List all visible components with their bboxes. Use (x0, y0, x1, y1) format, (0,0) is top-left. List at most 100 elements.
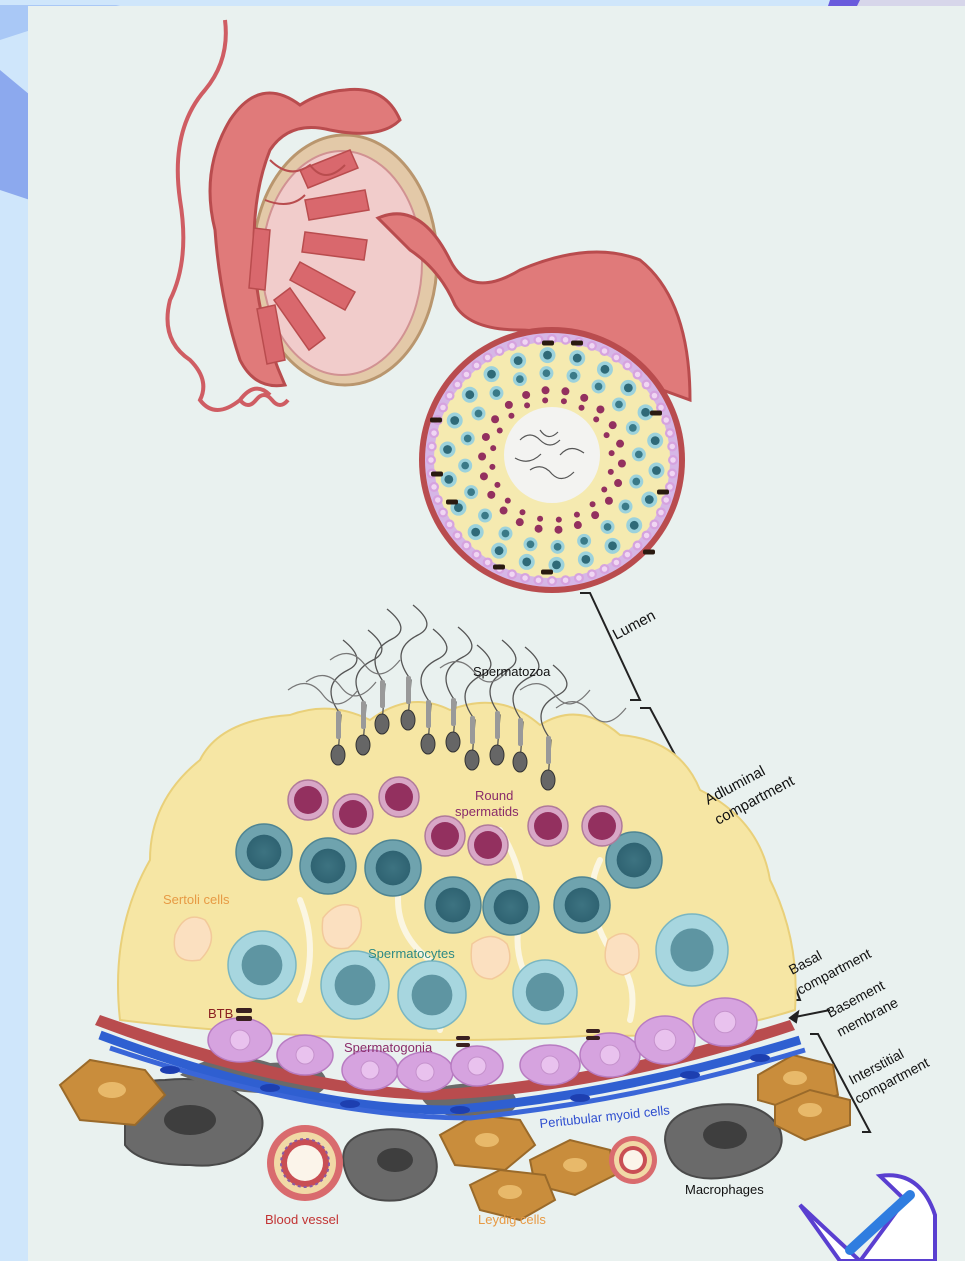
spermatocyte-cell (554, 877, 610, 933)
round-spermatid-cell (288, 780, 328, 820)
cross-section-cell (609, 421, 617, 429)
cross-section-junction (643, 550, 655, 555)
cross-section-cell (665, 428, 675, 438)
cross-section-cell (656, 507, 666, 517)
round-spermatid-cell (425, 816, 465, 856)
cross-section-cell (471, 406, 485, 420)
cross-section-cell (611, 353, 621, 363)
cross-section-cell (522, 391, 530, 399)
label-spermatocytes: Spermatocytes (368, 946, 455, 961)
label-round-spermatids-2: spermatids (455, 804, 519, 819)
cross-section-cell (489, 386, 503, 400)
cross-section-cell (601, 487, 607, 493)
cross-section-cell (483, 557, 493, 567)
cross-section-cell (452, 380, 462, 390)
cross-section-cell (539, 366, 553, 380)
cross-section-cell (520, 573, 530, 583)
cross-section-cell (629, 475, 643, 489)
cross-section-junction (657, 490, 669, 495)
cross-section-cell (464, 485, 478, 499)
cross-section-cell (468, 524, 484, 540)
cross-section-cell (574, 512, 580, 518)
cross-section-cell (508, 413, 514, 419)
cross-section-cell (438, 403, 448, 413)
cross-section-cell (599, 564, 609, 574)
cross-section-cell (668, 455, 678, 465)
spermatocyte-cell (425, 877, 481, 933)
cross-section-cell (569, 350, 585, 366)
cross-section-cell (533, 575, 543, 585)
cross-section-cell (429, 428, 439, 438)
cross-section-junction (542, 341, 554, 346)
cross-section-cell (578, 551, 594, 567)
cross-section-cell (462, 387, 478, 403)
cross-section-junction (446, 500, 458, 505)
cross-section-cell (556, 517, 562, 523)
cross-section-cell (472, 360, 482, 370)
cross-section-cell (612, 397, 626, 411)
cross-section-cell (649, 391, 659, 401)
cross-section-cell (642, 380, 652, 390)
cross-section-cell (461, 431, 475, 445)
cross-section-cell (445, 391, 455, 401)
cross-section-cell (429, 482, 439, 492)
cross-section-cell (633, 369, 643, 379)
cross-section-junction (493, 565, 505, 570)
cross-section-cell (505, 498, 511, 504)
cross-section-cell (587, 341, 597, 351)
label-spermatozoa: Spermatozoa (473, 664, 551, 679)
cross-section-cell (614, 479, 622, 487)
cross-section-cell (537, 516, 543, 522)
cross-section-cell (561, 398, 567, 404)
cross-section-cell (591, 511, 599, 519)
cross-section-cell (618, 459, 626, 467)
cross-section-cell (604, 432, 610, 438)
cross-section-cell (510, 353, 526, 369)
spermatogonium-cell (520, 1045, 580, 1085)
cross-section-cell (461, 541, 471, 551)
cross-section-cell (667, 441, 677, 451)
spermatocyte-cell (300, 838, 356, 894)
cross-section-cell (579, 405, 585, 411)
cross-section-junction (571, 341, 583, 346)
cross-section-junction (430, 418, 442, 423)
cross-section-cell (519, 509, 525, 515)
spermatocyte-cell (321, 951, 389, 1019)
cross-section-cell (633, 541, 643, 551)
label-round-spermatids: Round (475, 788, 513, 803)
cross-section-cell (427, 441, 437, 451)
cross-section-cell (505, 401, 513, 409)
cross-section-cell (520, 337, 530, 347)
cross-section-cell (490, 445, 496, 451)
cross-section-cell (567, 369, 581, 383)
cross-section-cell (478, 509, 492, 523)
cross-section-cell (590, 501, 596, 507)
cross-section-cell (649, 519, 659, 529)
cross-section-cell (667, 469, 677, 479)
cross-section-cell (593, 416, 599, 422)
cross-section-cell (494, 482, 500, 488)
cross-section-cell (596, 405, 604, 413)
spermatocyte-cell (513, 960, 577, 1024)
cross-section-cell (458, 459, 472, 473)
cross-section-cell (507, 341, 517, 351)
cross-section-cell (491, 415, 499, 423)
spermatogonium-cell (277, 1035, 333, 1075)
cross-section-cell (497, 427, 503, 433)
cross-section-cell (648, 462, 664, 478)
cross-section-cell (626, 517, 642, 533)
cross-section-cell (609, 450, 615, 456)
round-spermatid-cell (468, 825, 508, 865)
cross-section-cell (472, 550, 482, 560)
cross-section-cell (484, 366, 500, 382)
cross-section-cell (535, 525, 543, 533)
cross-section-cell (604, 538, 620, 554)
cross-section-cell (642, 530, 652, 540)
cross-section-cell (491, 543, 507, 559)
cross-section-cell (616, 440, 624, 448)
cross-section-cell (641, 491, 657, 507)
cross-section-junction (431, 472, 443, 477)
cross-section-cell (561, 387, 569, 395)
cross-section-junction (541, 570, 553, 575)
cross-section-cell (542, 397, 548, 403)
